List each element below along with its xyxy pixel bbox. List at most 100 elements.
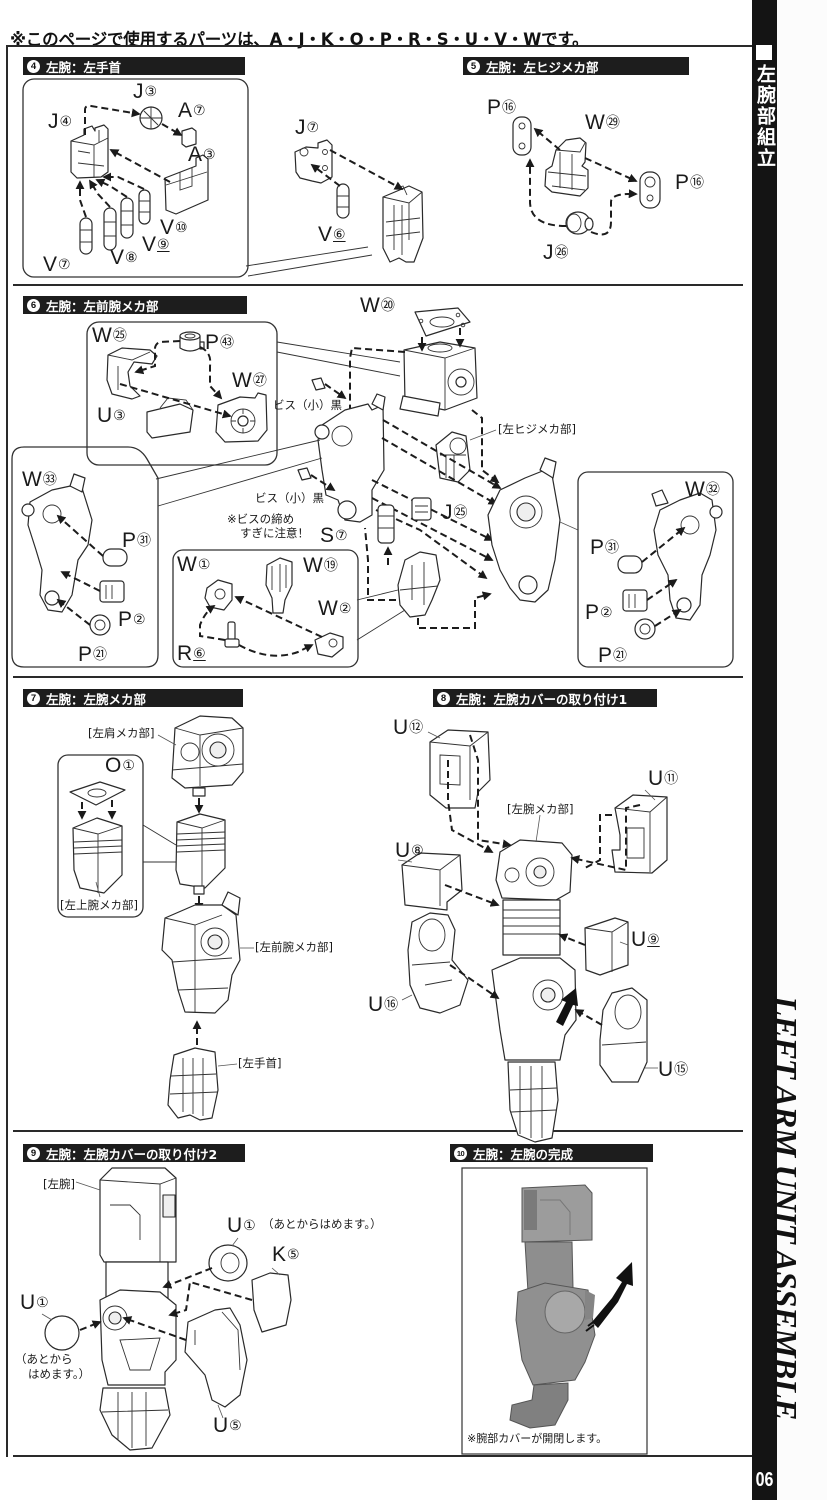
- part-label: W㉗: [232, 370, 267, 391]
- completed-left-arm-photo: [509, 1184, 596, 1429]
- part-number: ⑳: [380, 298, 395, 314]
- part-letter: J: [442, 501, 453, 524]
- part-w33: [21, 473, 93, 613]
- page-number: 06: [755, 1469, 774, 1491]
- part-label: J③: [133, 81, 157, 102]
- step-9-drawing: [41, 1167, 292, 1451]
- part-letter: P: [205, 331, 220, 354]
- open-close-arrow: [592, 1262, 633, 1328]
- part-letter: J: [295, 116, 306, 139]
- part-letter: U: [368, 993, 384, 1016]
- caution-note: ※ビスの締め: [227, 512, 295, 526]
- finger-parts: [79, 189, 151, 255]
- part-letter: U: [631, 928, 647, 951]
- part-number: ⑦: [306, 120, 320, 136]
- part-number: ①: [36, 1295, 49, 1311]
- part-letter: P: [78, 643, 93, 666]
- part-label: W⑲: [303, 555, 338, 576]
- part-number: ⑦: [193, 103, 206, 119]
- part-label: U⑮: [658, 1059, 688, 1080]
- part-a3: [164, 154, 209, 215]
- open-direction-arrow: [556, 988, 578, 1026]
- subassembly-label: [左ヒジメカ部]: [498, 422, 576, 436]
- part-number: ⑮: [674, 1062, 689, 1078]
- arm-mech-subassembly: [491, 839, 577, 1143]
- part-letter: W: [232, 369, 252, 392]
- install-later-note: （あとから: [15, 1352, 73, 1366]
- step-7-title-bar: 7 左腕：左腕メカ部: [23, 689, 243, 707]
- part-o1: [69, 781, 126, 806]
- part-label: P㉑: [78, 644, 107, 665]
- step-title: 左腕：左手首: [46, 59, 122, 75]
- part-label: P②: [118, 609, 146, 630]
- part-label: U⑤: [213, 1415, 242, 1436]
- part-w25: [106, 347, 158, 400]
- part-number: ㉖: [554, 245, 569, 261]
- step-6-drawing: [11, 307, 734, 668]
- upper-arm-mech: [175, 813, 226, 895]
- photo-caption: ※腕部カバーが開閉します。: [467, 1432, 608, 1445]
- part-number: ⑥: [193, 646, 206, 662]
- part-letter: K: [272, 1243, 287, 1266]
- subassembly-label: [左手首]: [238, 1056, 282, 1070]
- part-w1: [204, 579, 233, 611]
- part-k5: [251, 1272, 292, 1333]
- part-letter: P: [675, 171, 690, 194]
- part-number: ⑯: [690, 175, 705, 191]
- callout-connector: [155, 439, 323, 507]
- part-number: ⑨: [157, 237, 170, 253]
- part-number: ④: [59, 114, 73, 130]
- part-number: ㉕: [112, 328, 127, 344]
- part-letter: V: [142, 233, 157, 256]
- parts-used-notice: ※このページで使用するパーツは、A・J・K・O・P・R・S・U・V・Wです。: [10, 30, 589, 49]
- part-number: ⑲: [323, 558, 338, 574]
- screw-label: ビス（小）黒: [273, 398, 342, 412]
- part-letter: U: [227, 1214, 243, 1237]
- part-letter: P: [598, 644, 613, 667]
- part-number: ②: [133, 612, 146, 628]
- step-title: 左腕：左腕カバーの取り付け2: [46, 1146, 218, 1162]
- part-label: U③: [97, 405, 126, 426]
- callout-connector: [356, 589, 406, 641]
- part-letter: U: [395, 839, 411, 862]
- part-label: W㉕: [92, 325, 127, 346]
- part-a7: [181, 127, 197, 148]
- step-9-title-bar: 9 左腕：左腕カバーの取り付け2: [23, 1144, 245, 1162]
- callout-box: [577, 471, 734, 668]
- part-label: J㉖: [543, 242, 569, 263]
- part-letter: W: [585, 111, 605, 134]
- step-10-drawing: [461, 1167, 648, 1455]
- part-letter: J: [543, 241, 554, 264]
- part-letter: W: [685, 478, 705, 501]
- part-u5: [184, 1307, 248, 1408]
- part-label: V⑧: [110, 247, 138, 268]
- part-w32: [651, 489, 723, 621]
- part-letter: W: [360, 294, 380, 317]
- subassembly-label: [左上腕メカ部]: [60, 898, 138, 912]
- part-p31: [102, 548, 128, 567]
- section-divider: [13, 284, 743, 286]
- part-number: ㉜: [705, 482, 720, 498]
- caution-note: すぎに注意！: [240, 526, 309, 540]
- part-number: ⑧: [411, 843, 424, 859]
- part-p16-right: [639, 171, 661, 209]
- callout-connector: [276, 341, 401, 377]
- step-8-title-bar: 8 左腕：左腕カバーの取り付け1: [433, 689, 657, 707]
- part-u8: [401, 852, 463, 911]
- part-p21-right: [634, 618, 656, 640]
- part-label: U①: [227, 1215, 256, 1236]
- part-label: K⑤: [272, 1244, 300, 1265]
- part-label: W①: [177, 554, 210, 575]
- part-label: U⑨: [631, 929, 660, 950]
- step-5-drawing: [512, 116, 661, 236]
- part-label: U⑯: [368, 994, 398, 1015]
- part-letter: W: [318, 597, 338, 620]
- part-number: ⑧: [125, 250, 138, 266]
- frame-left-rule: [6, 45, 8, 1457]
- sidebar-title-jp: 左腕部組立: [754, 64, 776, 169]
- step-number-badge: 6: [27, 298, 40, 312]
- part-letter: A: [188, 143, 203, 166]
- part-letter: U: [393, 716, 409, 739]
- step-4-title-bar: 4 左腕：左手首: [23, 57, 245, 75]
- part-number: ⑦: [335, 528, 348, 544]
